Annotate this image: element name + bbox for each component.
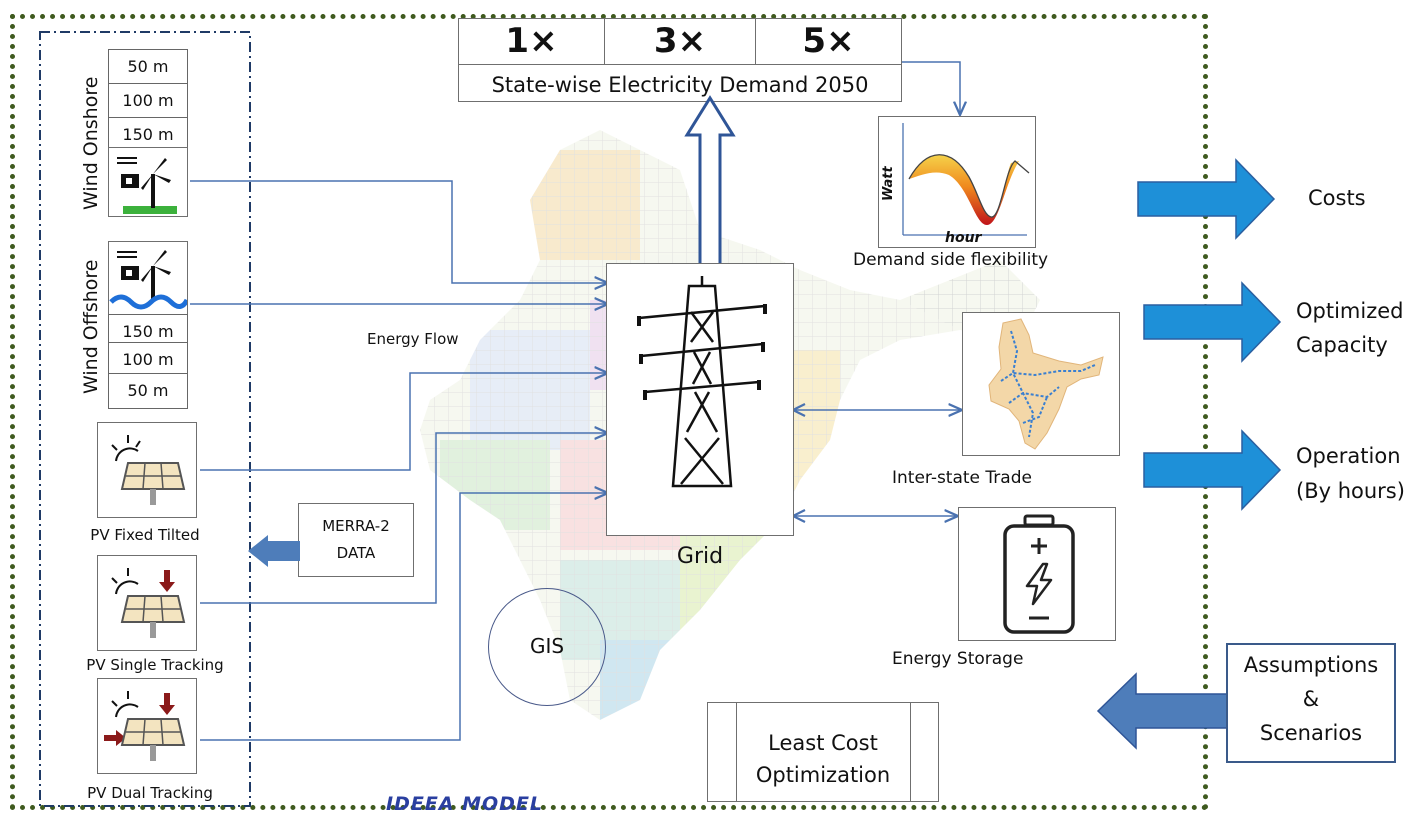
model-name: IDEEA MODEL [386,793,544,815]
pv-dual-tracking-icon [97,678,197,774]
onshore-height-100: 100 m [108,83,188,119]
demand-multiplier-3x: 3× [653,21,707,61]
pv-single-tracking-label: PV Single Tracking [86,656,224,674]
offshore-height-50: 50 m [108,373,188,409]
resource-panel-border [39,31,251,807]
inter-state-trade-map [962,312,1120,456]
assumptions-arrow-icon [1096,672,1235,750]
assumptions-line1: Assumptions [1243,653,1379,677]
output-costs: Costs [1308,186,1366,210]
pv-single-tracking-icon [97,555,197,651]
demand-flexibility-caption: Demand side flexibility [853,250,1049,270]
output-operation-line1: Operation [1296,444,1401,468]
assumptions-line3: Scenarios [1259,721,1363,745]
flex-ylabel: Watt [881,166,896,201]
merra-2-data-box: MERRA-2 DATA [298,503,414,577]
onshore-height-50: 50 m [108,49,188,85]
pv-fixed-label: PV Fixed Tilted [90,526,200,544]
merra-arrow-icon [248,535,300,567]
demand-title: State-wise Electricity Demand 2050 [491,73,869,97]
least-cost-line1: Least Cost [768,731,878,755]
battery-icon [1003,514,1075,634]
gis-label: GIS [529,634,565,658]
demand-multiplier-1x: 1× [505,21,558,61]
flex-xlabel: hour [945,230,982,246]
pv-fixed-icon [97,422,197,518]
inter-state-trade-label: Inter-state Trade [892,468,1032,488]
merra-line2: DATA [336,544,376,562]
output-capacity-line2: Capacity [1296,333,1388,357]
energy-storage-label: Energy Storage [892,649,1024,669]
output-capacity-line1: Optimized [1296,299,1404,323]
transmission-tower-icon [637,276,767,488]
costs-arrow-icon [1137,158,1276,240]
output-operation-line2: (By hours) [1296,479,1405,503]
energy-storage-box [958,507,1116,641]
demand-multiplier-5x: 5× [802,21,855,61]
merra-line1: MERRA-2 [322,517,390,535]
assumptions-line2: & [1302,687,1320,711]
model-frame [10,14,1208,810]
wind-onshore-turbine-icon [108,147,188,217]
grid-node: Grid [606,263,794,569]
pv-dual-tracking-label: PV Dual Tracking [87,784,213,802]
capacity-arrow-icon [1143,281,1282,363]
energy-flow-label: Energy Flow [367,330,459,348]
operation-arrow-icon [1143,429,1282,511]
demand-flexibility-chart: Watt hour [878,116,1036,248]
gis-circle [488,588,606,706]
least-cost-optimization-box: Least Cost Optimization [707,702,939,802]
demand-up-arrow-icon [684,95,736,267]
assumptions-scenarios-box: Assumptions & Scenarios [1226,643,1396,763]
least-cost-line2: Optimization [755,763,891,787]
offshore-height-100: 100 m [108,342,188,378]
demand-panel: 1× 3× 5× State-wise Electricity Demand 2… [458,18,902,102]
grid-label: Grid [676,544,724,569]
